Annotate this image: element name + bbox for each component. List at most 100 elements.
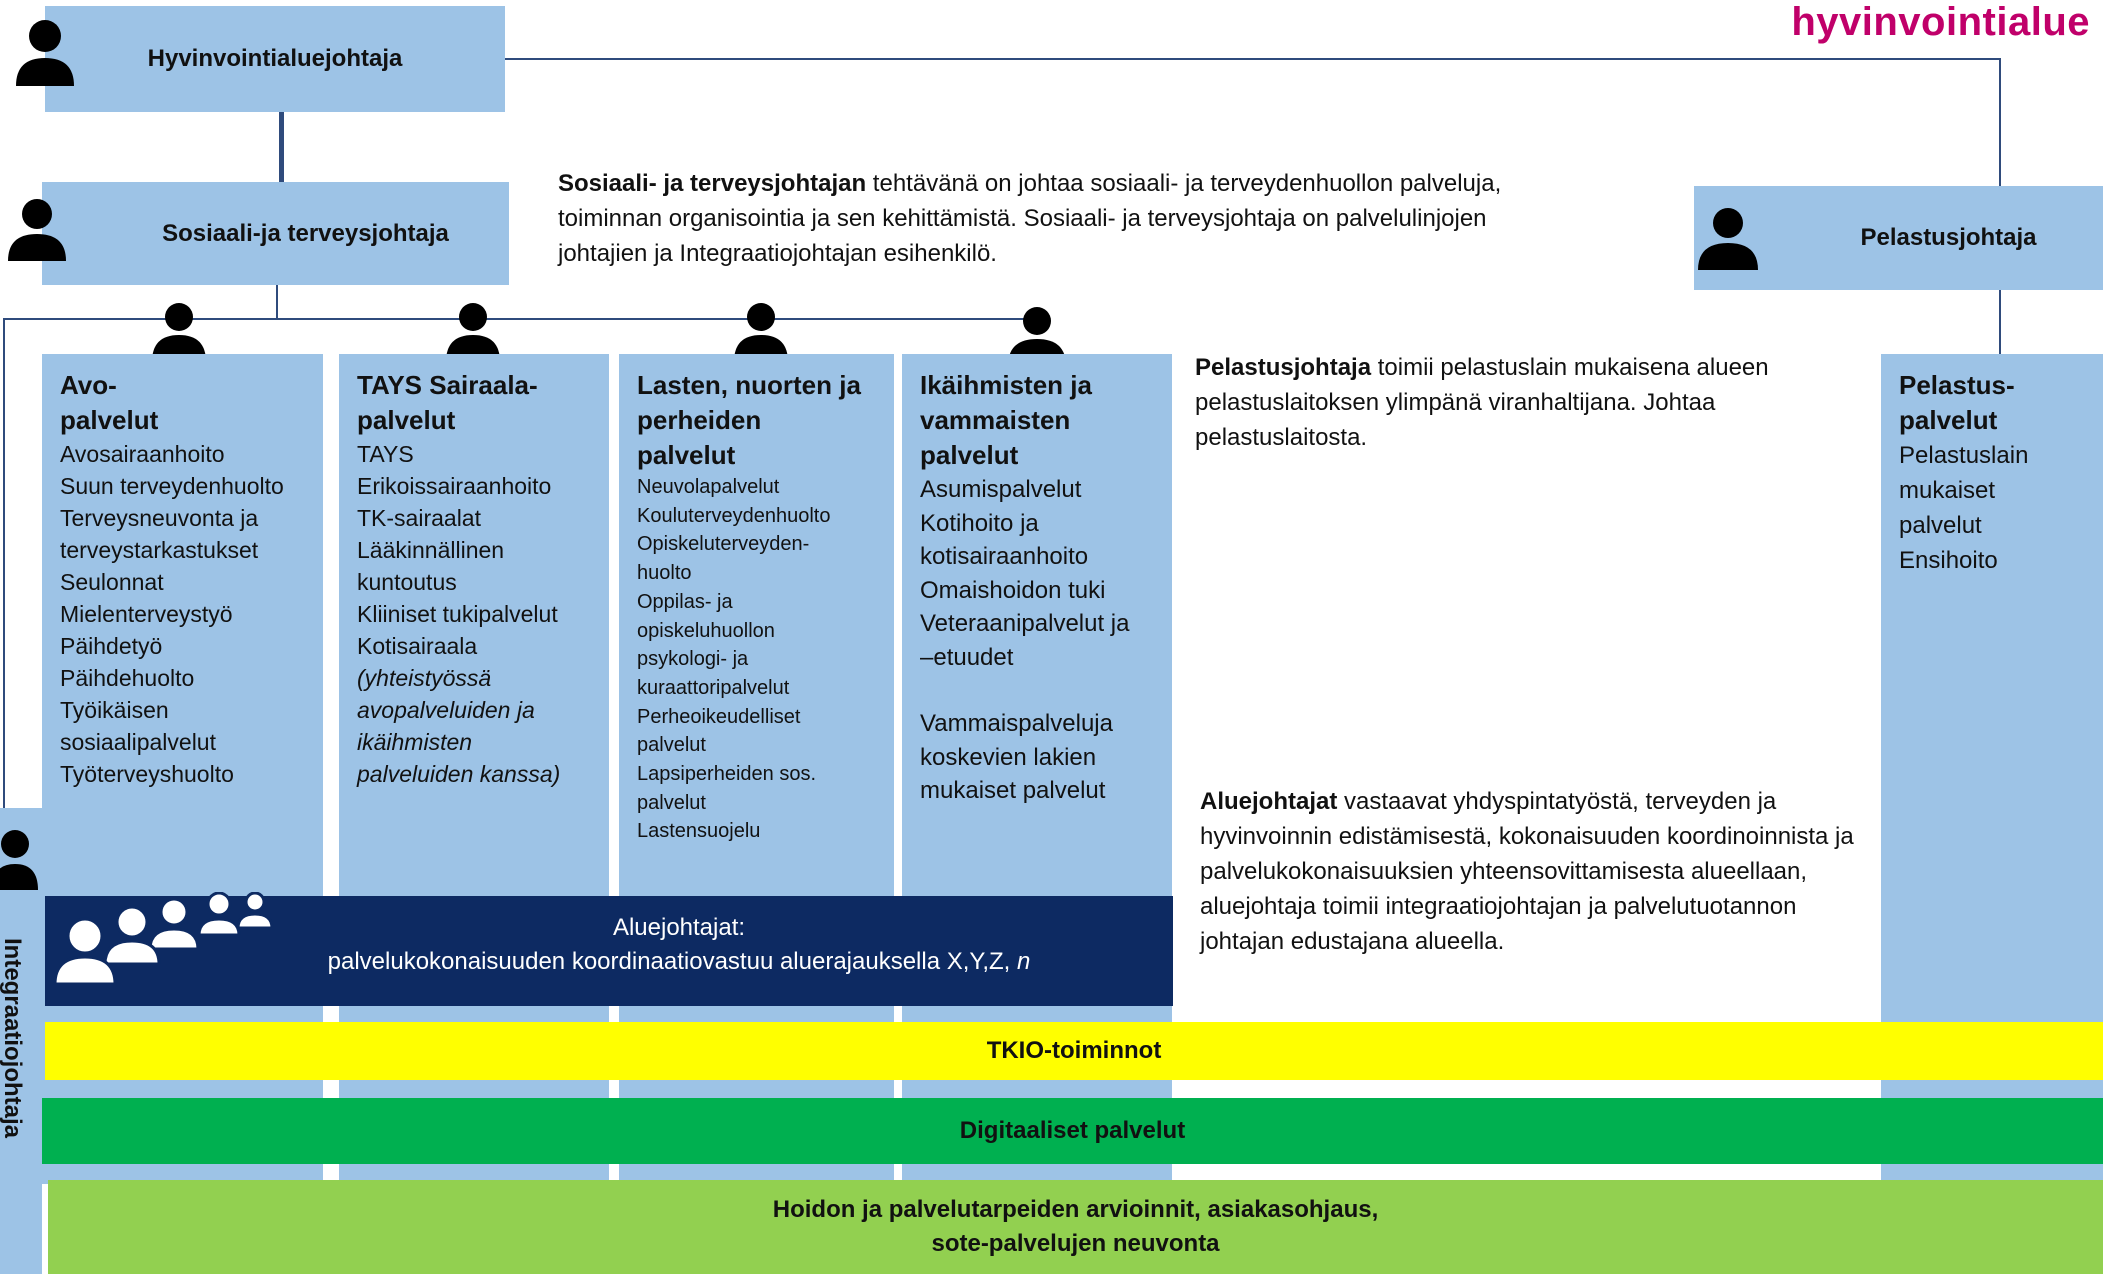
box-title: Sosiaali-ja terveysjohtaja: [162, 219, 449, 247]
column-title: palvelut: [357, 405, 456, 435]
box-pelastusjohtaja: Pelastusjohtaja: [1694, 186, 2103, 290]
hoito-label-line2: sote-palvelujen neuvonta: [931, 1230, 1220, 1257]
column-title: Avo-: [60, 370, 117, 400]
connector-top-vertical: [279, 112, 284, 182]
spacer: [920, 674, 1154, 707]
box-title: Hyvinvointialuejohtaja: [147, 45, 403, 72]
list-item: huolto: [637, 562, 692, 585]
aluejohtajat-band: Aluejohtajat: palvelukokonaisuuden koord…: [45, 892, 1173, 1006]
list-item-note: (yhteistyössä: [357, 665, 492, 691]
column-title: palvelut: [1899, 405, 1998, 435]
aluejohtajat-subtitle-text: palvelukokonaisuuden koordinaatiovastuu …: [327, 948, 1017, 975]
column-title: vammaisten: [920, 405, 1071, 435]
list-item: Ensihoito: [1899, 547, 1998, 574]
list-item: mukaiset: [1899, 477, 1996, 504]
integraatiojohtaja-label: Integraatiojohtaja: [0, 938, 26, 1139]
list-item: Opiskeluterveyden-: [637, 533, 810, 556]
desc-alue-text: vastaavat yhdyspintatyöstä, terveyden ja…: [1200, 788, 1854, 955]
list-item: Työikäisen: [60, 697, 169, 723]
connector-top-right-v: [1999, 58, 2001, 186]
list-item: Kouluterveydenhuolto: [637, 504, 831, 527]
list-item-note: palveluiden kanssa): [357, 761, 561, 787]
hoito-band: Hoidon ja palvelutarpeiden arvioinnit, a…: [48, 1180, 2103, 1274]
list-item: Omaishoidon tuki: [920, 576, 1106, 604]
list-item: palvelut: [1899, 512, 1982, 539]
list-item: Pelastuslain: [1899, 442, 2029, 469]
group-people-icon: [53, 892, 274, 986]
list-item: –etuudet: [920, 643, 1014, 671]
list-item: koskevien lakien: [920, 743, 1097, 771]
column-title: Pelastus-: [1899, 370, 2015, 400]
desc-alue-bold: Aluejohtajat: [1200, 788, 1338, 815]
digi-label: Digitaaliset palvelut: [959, 1117, 1186, 1144]
aluejohtajat-subtitle-n: n: [1016, 948, 1031, 975]
list-item: Lääkinnällinen: [357, 537, 505, 563]
column-title: palvelut: [920, 440, 1019, 470]
list-item: opiskeluhuollon: [637, 619, 775, 642]
list-item: Vammaispalveluja: [920, 710, 1113, 737]
list-item: Avosairaanhoito: [60, 441, 225, 467]
list-item: Veteraanipalvelut ja: [920, 610, 1130, 637]
list-item: Neuvolapalvelut: [637, 476, 780, 498]
list-item: kuraattoripalvelut: [637, 676, 790, 699]
list-item: kuntoutus: [357, 569, 457, 595]
list-item-note: ikäihmisten: [357, 729, 473, 755]
desc-pelastus-bold: Pelastusjohtaja: [1195, 354, 1372, 381]
list-item: palvelut: [637, 791, 706, 814]
list-item: Työterveyshuolto: [60, 761, 234, 787]
desc-sote-bold: Sosiaali- ja terveysjohtajan: [558, 170, 867, 197]
list-item: psykologi- ja: [637, 648, 749, 671]
hoito-label-line1: Hoidon ja palvelutarpeiden arvioinnit, a…: [772, 1196, 1379, 1223]
person-icon: [1698, 208, 1758, 270]
list-item: palvelut: [637, 734, 706, 757]
list-item: TAYS: [357, 441, 414, 467]
connector-left-vertical: [3, 318, 5, 808]
column-title: perheiden: [637, 405, 762, 435]
list-item-note: avopalveluiden ja: [357, 697, 535, 723]
list-item: Kotihoito ja: [920, 509, 1039, 537]
column-title: palvelut: [637, 440, 736, 470]
brand-logo-text: hyvinvointialue: [1791, 0, 2090, 44]
list-item: Lastensuojelu: [637, 820, 761, 843]
connector-sote-down: [276, 284, 278, 320]
box-sote-johtaja: Sosiaali-ja terveysjohtaja: [42, 182, 509, 285]
box-hyvinvointialuejohtaja: Hyvinvointialuejohtaja: [45, 6, 505, 112]
desc-aluejohtajat: Aluejohtajat vastaavat yhdyspintatyöstä,…: [1200, 784, 1860, 959]
list-item: sosiaalipalvelut: [60, 729, 216, 755]
list-item: terveystarkastukset: [60, 537, 259, 563]
list-item: Päihdetyö: [60, 633, 163, 659]
desc-pelastus-text: toimii pelastuslain mukaisena alueen pel…: [1195, 354, 1769, 451]
desc-sote: Sosiaali- ja terveysjohtajan tehtävänä o…: [558, 166, 1568, 271]
connector-pelastus-down: [1999, 290, 2001, 354]
list-item: Erikoissairaanhoito: [357, 473, 552, 499]
list-item: kotisairaanhoito: [920, 543, 1089, 570]
list-item: Kliiniset tukipalvelut: [357, 601, 558, 627]
connector-top-right-h: [504, 58, 2001, 60]
list-item: Oppilas- ja: [637, 590, 733, 613]
connector-horizontal-services: [3, 318, 1037, 320]
list-item: TK-sairaalat: [357, 505, 481, 531]
column-title: Ikäihmisten ja: [920, 370, 1092, 400]
tkio-label: TKIO-toiminnot: [986, 1037, 1162, 1064]
list-item: Lapsiperheiden sos.: [637, 763, 817, 786]
list-item: Perheoikeudelliset: [637, 705, 801, 728]
person-icon: [8, 199, 66, 261]
list-item: mukaiset palvelut: [920, 777, 1106, 804]
integraatiojohtaja-box: Integraatiojohtaja: [0, 808, 42, 1274]
digitaaliset-band: Digitaaliset palvelut: [42, 1098, 2103, 1164]
column-title: TAYS Sairaala-: [357, 370, 538, 400]
list-item: Asumispalvelut: [920, 476, 1082, 503]
aluejohtajat-subtitle: palvelukokonaisuuden koordinaatiovastuu …: [45, 948, 1173, 976]
column-title: palvelut: [60, 405, 159, 435]
desc-sote-text: tehtävänä on johtaa sosiaali- ja terveyd…: [558, 170, 1502, 267]
list-item: Päihdehuolto: [60, 665, 195, 691]
desc-pelastus: Pelastusjohtaja toimii pelastuslain muka…: [1195, 350, 1855, 455]
column-title: Lasten, nuorten ja: [637, 370, 861, 400]
aluejohtajat-title: Aluejohtajat:: [612, 914, 746, 941]
list-item: Seulonnat: [60, 569, 164, 595]
list-item: Suun terveydenhuolto: [60, 473, 284, 499]
person-icon: [16, 20, 74, 86]
list-item: Mielenterveystyö: [60, 601, 233, 627]
tkio-band: TKIO-toiminnot: [45, 1022, 2103, 1080]
list-item: Terveysneuvonta ja: [60, 505, 259, 531]
